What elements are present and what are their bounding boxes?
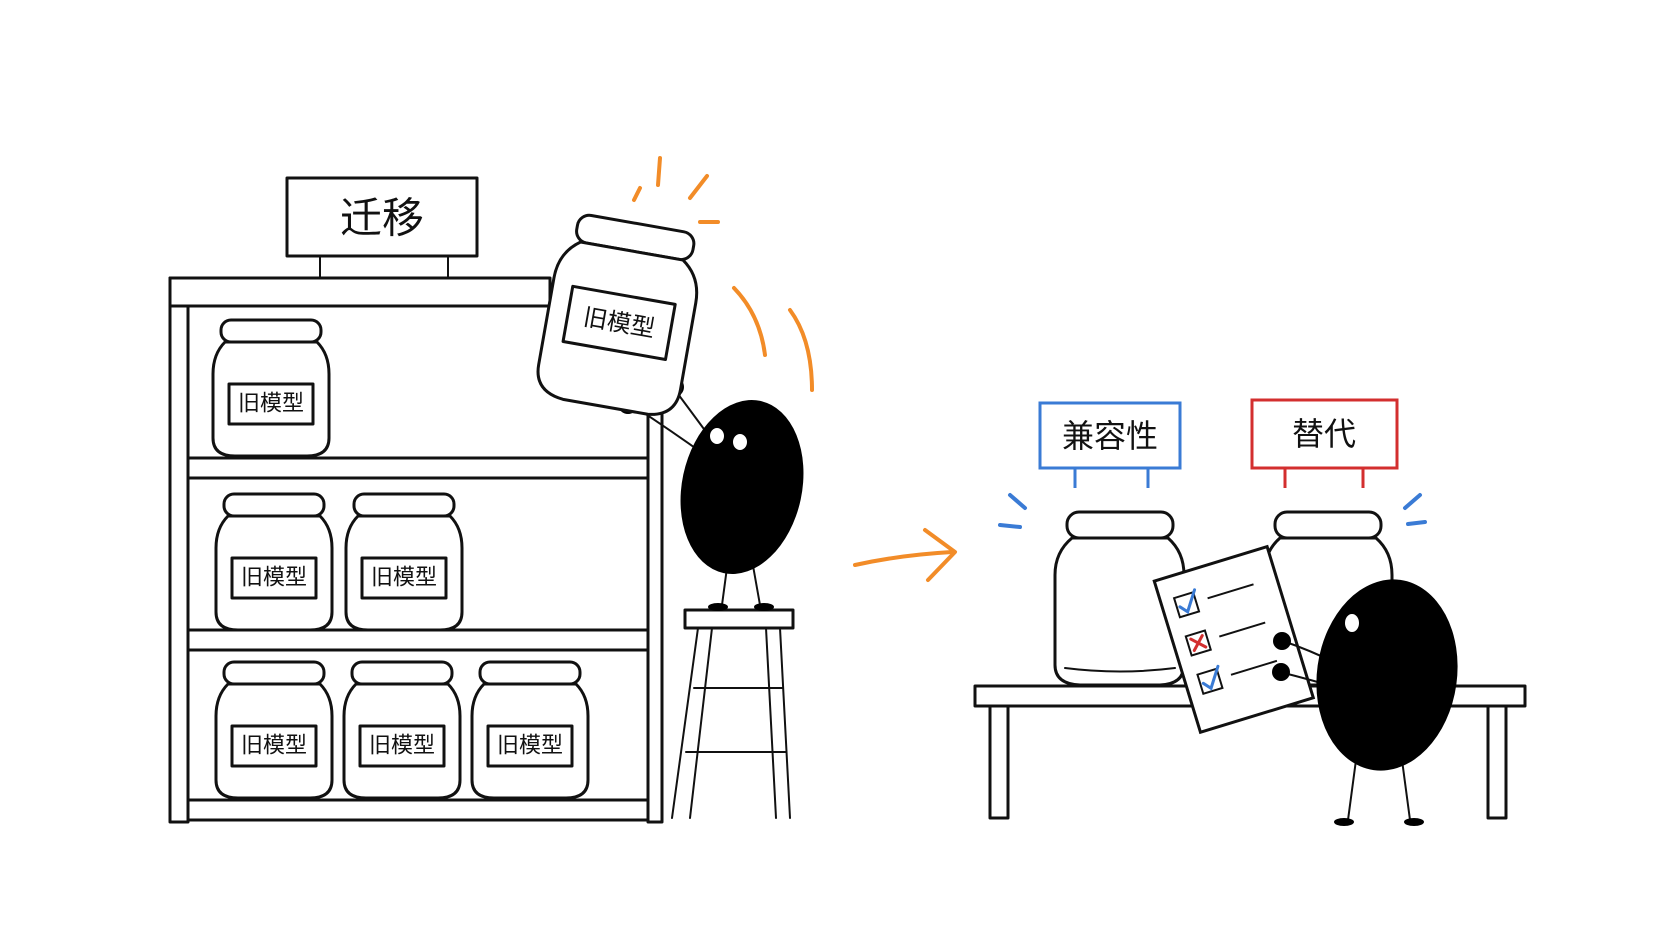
checklist-line: [1207, 583, 1254, 600]
jar-lid: [222, 660, 326, 686]
step-stool: [671, 608, 795, 819]
jar-label: 旧模型: [241, 566, 307, 591]
jar-label-box: [230, 556, 318, 600]
shelf-jar: 旧模型: [470, 660, 590, 800]
jar-label-box: [230, 724, 318, 768]
shelf-sign: 迁移: [285, 176, 479, 281]
checklist-line: [1219, 621, 1266, 638]
jar-label: 旧模型: [241, 734, 307, 759]
shelf-jar: 旧模型: [344, 492, 464, 632]
shelf-jar: 旧模型: [342, 660, 462, 800]
checklist-line: [1230, 659, 1278, 676]
jar-label: 旧模型: [497, 734, 563, 759]
emphasis-marks: [998, 493, 1427, 529]
jar-label: 旧模型: [371, 566, 437, 591]
checklist: [1152, 544, 1316, 735]
jar-label-box: [360, 556, 448, 600]
cross-icon: [1189, 634, 1208, 653]
replacement-sign-text: 替代: [1292, 415, 1356, 453]
compatibility-sign: 兼容性: [1038, 401, 1182, 488]
jar-label-box: [486, 724, 574, 768]
shelf-jars: 旧模型旧模型旧模型旧模型旧模型旧模型: [211, 318, 590, 800]
jar-lid: [478, 660, 582, 686]
jar-lid: [352, 492, 456, 518]
jar-lid: [222, 492, 326, 518]
jar-lid: [219, 318, 323, 344]
shelf-jar: 旧模型: [214, 492, 334, 632]
jar-label: 旧模型: [238, 392, 304, 417]
shelf-jar: 旧模型: [214, 660, 334, 800]
character-reviewing: [1272, 579, 1458, 826]
compatibility-jar: [1053, 510, 1186, 687]
motion-marks: [632, 156, 814, 392]
jar-label: 旧模型: [369, 734, 435, 759]
jar-label-box: [358, 724, 446, 768]
held-jar: 旧模型: [536, 213, 699, 416]
shelf-sign-text: 迁移: [340, 194, 424, 243]
jar-lid: [350, 660, 454, 686]
check-icon: [1201, 664, 1220, 691]
compatibility-sign-text: 兼容性: [1062, 417, 1158, 455]
checklist-items: [1172, 583, 1278, 696]
checklist-box: [1196, 667, 1224, 696]
shelf-jar: 旧模型: [211, 318, 331, 458]
checklist-box: [1172, 591, 1201, 619]
check-icon: [1178, 588, 1197, 615]
jar-label-box: [227, 382, 315, 426]
replacement-sign: 替代: [1250, 398, 1399, 488]
transition-arrow: [853, 528, 957, 582]
